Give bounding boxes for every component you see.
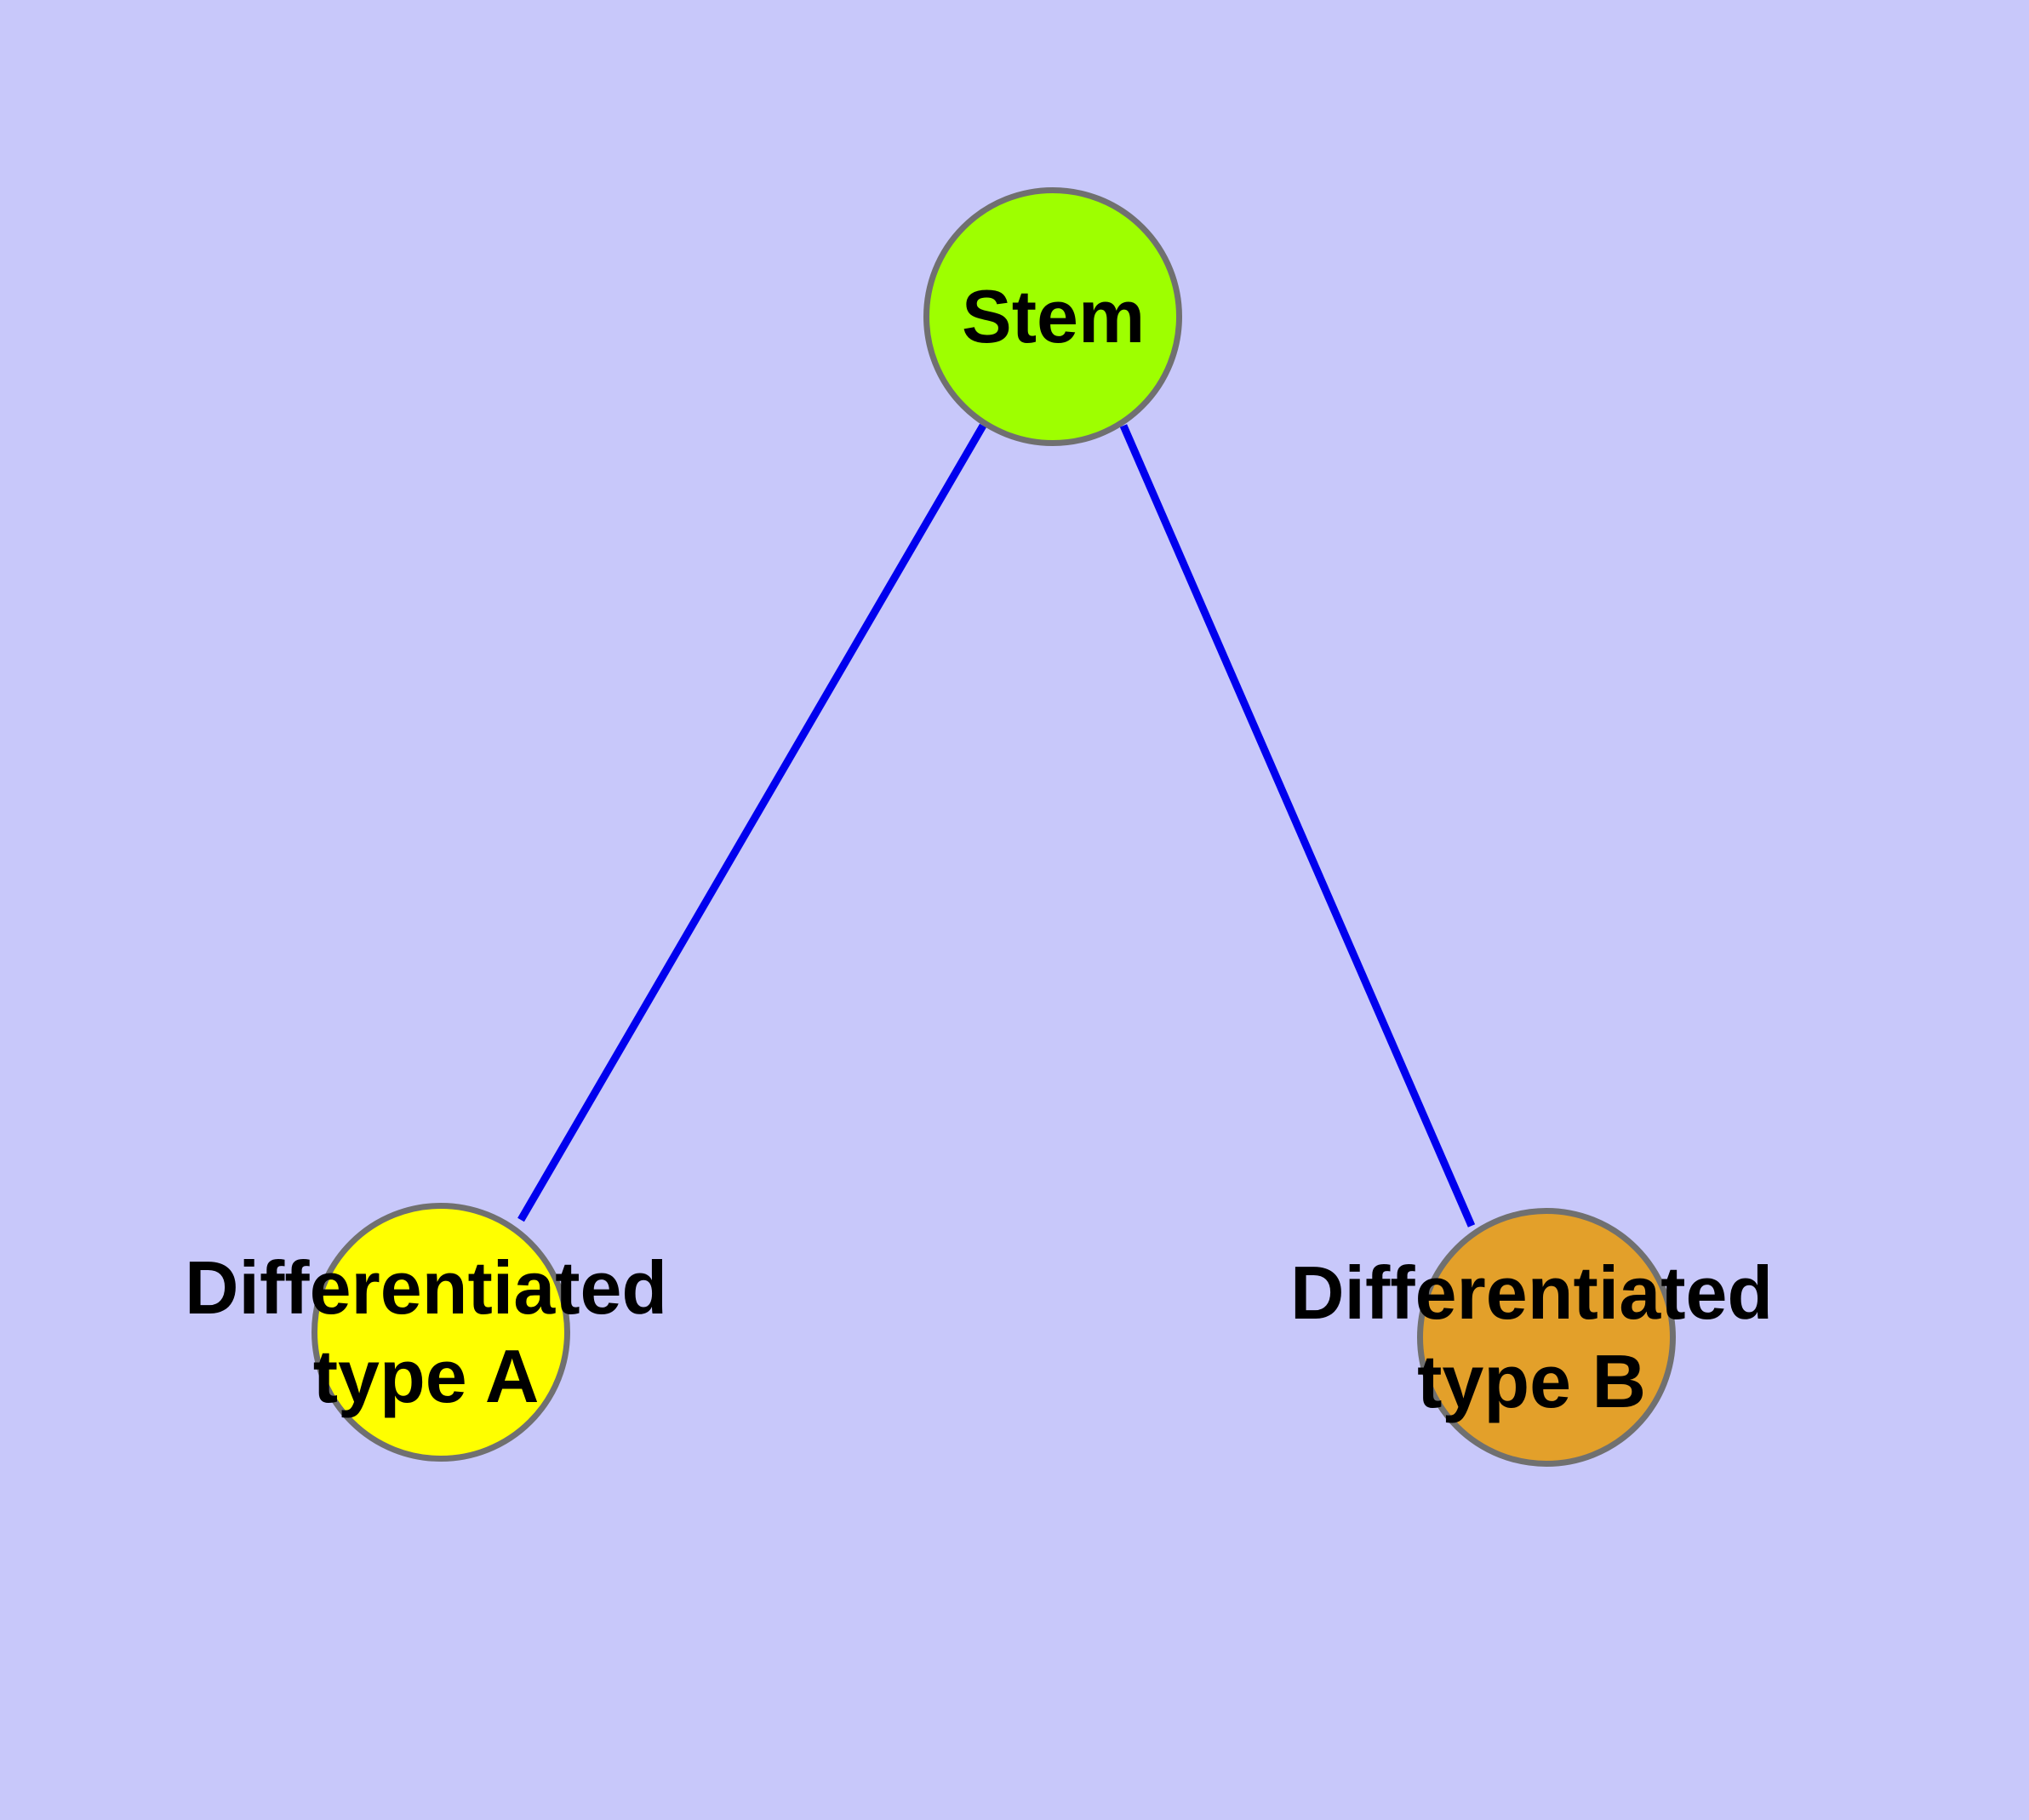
node-differentiated-type-b[interactable] — [1417, 1208, 1676, 1467]
node-stem[interactable] — [923, 187, 1182, 446]
edge-stem-to-differentiated-b[interactable] — [1119, 424, 1476, 1228]
node-differentiated-type-a[interactable] — [311, 1203, 570, 1462]
edge-stem-to-differentiated-a[interactable] — [517, 423, 986, 1222]
